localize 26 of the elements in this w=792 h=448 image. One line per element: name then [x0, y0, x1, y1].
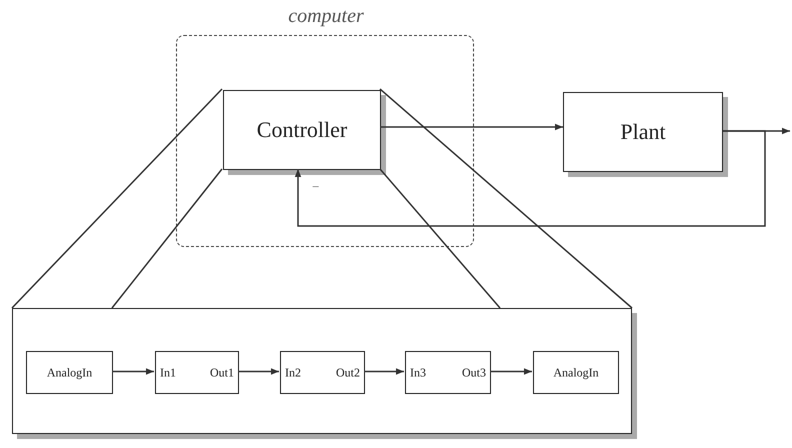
port-label: Out3	[462, 365, 486, 380]
port-label: In2	[285, 365, 301, 380]
block-label: AnalogIn	[552, 365, 600, 380]
zoom-line	[11, 88, 223, 309]
port-label: Out1	[210, 365, 234, 380]
port-label: In1	[160, 365, 176, 380]
arrow	[364, 368, 404, 375]
arrow	[238, 368, 279, 375]
arrow	[380, 124, 563, 130]
boundary-label: computer	[287, 5, 365, 28]
block-label: Controller	[256, 117, 348, 143]
arrow	[490, 368, 532, 375]
block-box	[155, 351, 239, 394]
zoom-line	[111, 168, 223, 308]
zoom-line	[379, 168, 501, 308]
zoom-line	[380, 88, 632, 309]
block-box	[26, 351, 113, 394]
port-label: In3	[410, 365, 426, 380]
arrow	[112, 368, 154, 375]
block-box	[533, 351, 619, 394]
block-label: Plant	[619, 119, 667, 145]
block-label: AnalogIn	[46, 365, 94, 380]
block-box	[280, 351, 365, 394]
port-label: Out2	[336, 365, 360, 380]
arrow	[294, 130, 766, 227]
block-box	[405, 351, 491, 394]
